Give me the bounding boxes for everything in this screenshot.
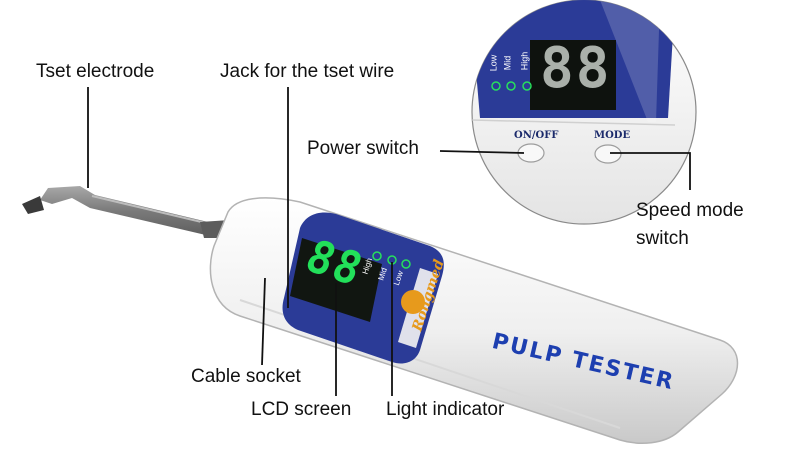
inset-indicator-label-mid: Mid [502, 55, 513, 71]
label-power-switch: Power switch [307, 138, 419, 159]
label-lcd-screen: LCD screen [251, 399, 352, 420]
label-speed-mode-switch-line1: Speed mode [636, 200, 744, 221]
leader-power-switch [439, 150, 525, 154]
test-electrode [22, 186, 232, 238]
inset-lcd-digits: 88 [540, 36, 612, 101]
label-light-indicator: Light indicator [386, 399, 505, 420]
label-jack: Jack for the tset wire [220, 61, 395, 82]
leader-cable-socket [261, 277, 266, 366]
inset-indicator-label-low: Low [488, 54, 499, 72]
label-speed-mode-switch-line2: switch [636, 228, 689, 249]
control-inset [471, 0, 697, 225]
leader-lines [87, 87, 691, 396]
device-panel [282, 212, 444, 364]
inset-mode-label: MODE [594, 130, 631, 141]
inset-indicator-label-high: High [519, 51, 530, 71]
leader-speed-mode-switch [610, 152, 691, 190]
inset-on-off-label: ON/OFF [514, 130, 559, 141]
label-test-electrode: Tset electrode [36, 61, 155, 82]
label-cable-socket: Cable socket [191, 366, 301, 387]
